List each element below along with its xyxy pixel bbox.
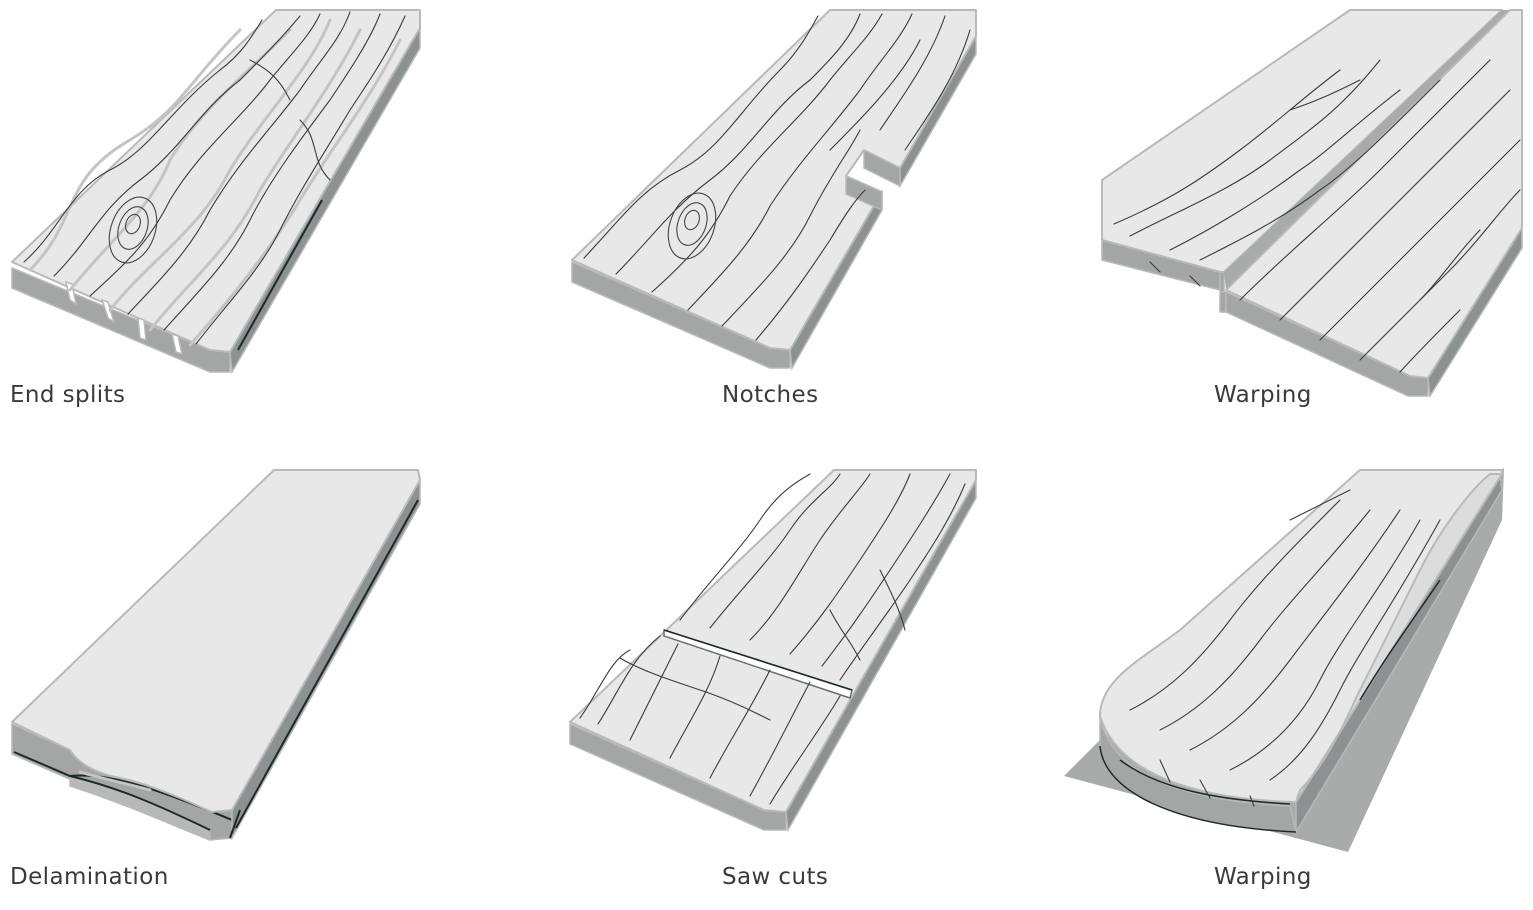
delamination-illustration	[11, 469, 421, 841]
caption-warping-2: Warping	[1214, 864, 1312, 890]
caption-delamination: Delamination	[10, 864, 169, 890]
panel-delamination: Delamination	[0, 460, 440, 910]
panel-warping-top: Warping	[1090, 0, 1530, 420]
end-splits-illustration	[11, 9, 421, 375]
warping-split-illustration	[1101, 9, 1523, 399]
caption-saw-cuts: Saw cuts	[722, 864, 829, 890]
caption-notches: Notches	[722, 382, 819, 408]
notches-illustration	[571, 9, 977, 371]
warping-cupped-illustration	[1064, 468, 1504, 852]
panel-notches: Notches	[560, 0, 1000, 420]
panel-warping-bottom: Warping	[1060, 460, 1530, 910]
panel-saw-cuts: Saw cuts	[560, 460, 1000, 910]
caption-end-splits: End splits	[10, 382, 126, 408]
panel-end-splits: End splits	[0, 0, 440, 420]
caption-warping-1: Warping	[1214, 382, 1312, 408]
saw-cuts-illustration	[569, 469, 977, 833]
